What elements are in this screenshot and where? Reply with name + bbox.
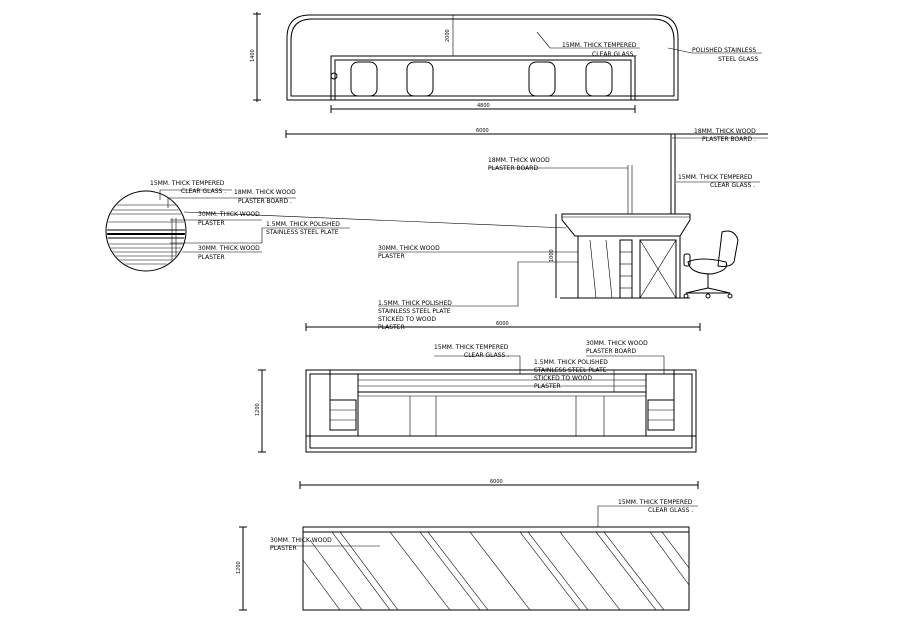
detail-note-wood-b1: 30MM. THICK WOOD	[198, 245, 260, 252]
knee-space-outline	[330, 55, 636, 100]
section-dim-bottom-label: 6000	[496, 321, 509, 327]
dim-height-label: 1400	[250, 49, 256, 62]
detail-note-wood-a1: 30MM. THICK WOOD	[198, 211, 260, 218]
desk-inner-outline	[290, 18, 675, 97]
chair-1	[350, 61, 378, 97]
back-elevation-view: 1200 30MM. THICK WOOD PLASTER 15MM. THIC…	[236, 499, 698, 611]
back-note-glass-1: 15MM. THICK TEMPERED	[618, 499, 693, 506]
section-note-wood-2: PLASTER	[378, 253, 405, 260]
front-dim-width: 6000	[490, 479, 503, 485]
back-note-wood-1: 30MM. THICK WOOD	[270, 537, 332, 544]
front-dim-height: 1200	[255, 403, 261, 416]
chair-2	[406, 61, 434, 97]
back-dim-height: 1200	[236, 561, 242, 574]
note-glass-line1: 15MM. THICK TEMPERED	[562, 42, 637, 49]
leader-dot	[330, 72, 338, 80]
detail-note-glass-1: 15MM. THICK TEMPERED	[150, 180, 225, 187]
section-note-steel-2: STAINLESS STEEL PLATE	[378, 308, 451, 315]
front-panel	[357, 391, 647, 437]
glass-hatching	[303, 532, 689, 610]
side-section-view: 6000 1000	[285, 128, 768, 331]
front-drawers-right	[647, 399, 675, 431]
dim-width-label: 4800	[477, 103, 490, 109]
section-note-board-m1: 18MM. THICK WOOD	[488, 157, 550, 164]
front-outer	[305, 369, 697, 453]
detail-note-wood-a2: PLASTER	[198, 220, 225, 227]
front-note-board-2: PLASTER BOARD	[586, 348, 636, 355]
front-note-steel-2: STAINLESS STEEL PLATE	[534, 367, 607, 374]
knee-space-inner	[334, 59, 632, 100]
section-note-board-r2: PLASTER BOARD .	[702, 136, 756, 143]
chair-3	[528, 61, 556, 97]
back-note-wood-2: PLASTER	[270, 545, 297, 552]
section-note-wood-1: 30MM. THICK WOOD	[378, 245, 440, 252]
front-glass-band	[357, 373, 647, 393]
section-note-board-m2: PLASTER BOARD	[488, 165, 538, 172]
front-note-glass-1: 15MM. THICK TEMPERED	[434, 344, 509, 351]
section-dim-height: 1000	[549, 249, 555, 262]
section-note-glass-2: CLEAR GLASS .	[710, 182, 755, 189]
edge-detail-circle: 15MM. THICK TEMPERED CLEAR GLASS . 18MM.…	[105, 180, 567, 272]
detail-note-board-1: 18MM. THICK WOOD	[234, 189, 296, 196]
back-note-glass-2: CLEAR GLASS .	[648, 507, 693, 514]
chair-4	[585, 61, 613, 97]
detail-circle	[105, 190, 187, 272]
section-dim-top-label: 6000	[476, 128, 489, 134]
section-note-glass-1: 15MM. THICK TEMPERED	[678, 174, 753, 181]
desk-outer-outline	[286, 14, 679, 101]
section-note-board-r1: 18MM. THICK WOOD	[694, 128, 756, 135]
front-note-glass-2: CLEAR GLASS .	[464, 352, 509, 359]
front-note-steel-3: STICKED TO WOOD	[534, 375, 592, 382]
detail-note-glass-2: CLEAR GLASS .	[181, 188, 226, 195]
dim-inner-label: 2000	[445, 29, 451, 42]
counter-body	[577, 235, 681, 299]
front-drawers-left	[329, 399, 357, 431]
top-plan-view: 1400 2000 4800 15MM. THICK TEMPERED CLEA…	[250, 12, 762, 113]
section-note-steel-3: STICKED TO WOOD	[378, 316, 436, 323]
detail-note-steel-1: 1.5MM. THICK POLISHED	[266, 221, 340, 228]
front-note-board-1: 30MM. THICK WOOD	[586, 340, 648, 347]
front-note-steel-4: PLASTER	[534, 383, 561, 390]
note-glass-line2: CLEAR GLASS .	[592, 51, 637, 58]
detail-note-wood-b2: PLASTER	[198, 254, 225, 261]
front-note-steel-1: 1.5MM. THICK POLISHED	[534, 359, 608, 366]
detail-note-board-2: PLASTER BOARD .	[238, 198, 292, 205]
glass-partition	[670, 133, 676, 215]
section-note-steel-1: 1.5MM. THICK POLISHED	[378, 300, 452, 307]
office-chair	[683, 230, 739, 299]
back-outer	[302, 526, 690, 611]
detail-note-steel-2: STAINLESS STEEL PLATE	[266, 229, 339, 236]
front-elevation-view: 1200 15MM. THICK TEMPERED CLEAR GLASS . …	[255, 340, 699, 489]
note-steel-line2: STEEL GLASS	[718, 56, 758, 63]
drawer-stack	[619, 239, 633, 299]
note-steel-line1: POLISHED STAINLESS	[692, 47, 756, 54]
